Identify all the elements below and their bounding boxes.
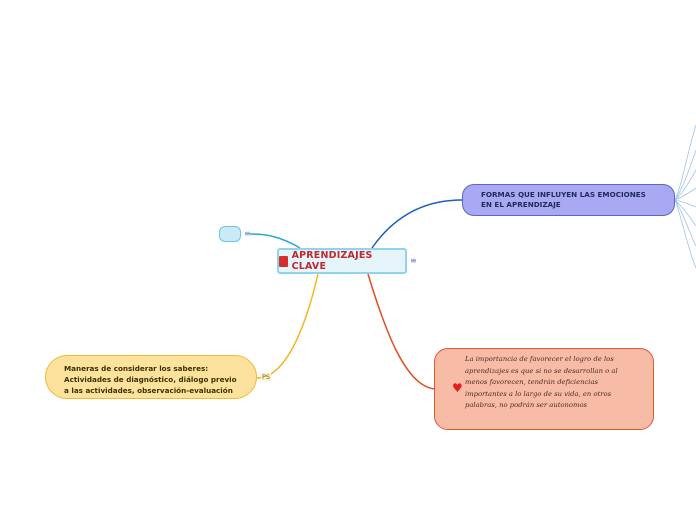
empty-topic-notes-icon[interactable]: ≡ bbox=[244, 229, 251, 238]
topic-maneras-saberes[interactable]: Maneras de considerar los saberes: Activ… bbox=[45, 355, 257, 399]
link-central-to-blue bbox=[371, 199, 463, 249]
central-topic[interactable]: APRENDIZAJES CLAVE bbox=[277, 248, 407, 274]
link-central-to-orange bbox=[367, 273, 435, 390]
link-central-to-small bbox=[249, 233, 301, 249]
topic-importancia-logro-label: La importancia de favorecer el logro de … bbox=[465, 355, 618, 409]
central-notes-icon[interactable]: ≡ bbox=[410, 256, 417, 265]
topic-maneras-saberes-label: Maneras de considerar los saberes: Activ… bbox=[64, 364, 237, 395]
topic-formas-emociones[interactable]: FORMAS QUE INFLUYEN LAS EMOCIONES EN EL … bbox=[462, 184, 675, 216]
ps-tag: PS bbox=[261, 373, 272, 381]
link-central-to-yellow bbox=[256, 273, 319, 379]
topic-empty[interactable] bbox=[219, 226, 241, 242]
central-topic-title: APRENDIZAJES CLAVE bbox=[291, 250, 373, 272]
topic-formas-emociones-label: FORMAS QUE INFLUYEN LAS EMOCIONES EN EL … bbox=[481, 190, 646, 209]
book-icon bbox=[279, 255, 288, 267]
heart-icon: ♥ bbox=[452, 381, 463, 395]
offscreen-branch-lines bbox=[674, 124, 696, 269]
topic-importancia-logro[interactable]: La importancia de favorecer el logro de … bbox=[434, 348, 654, 430]
